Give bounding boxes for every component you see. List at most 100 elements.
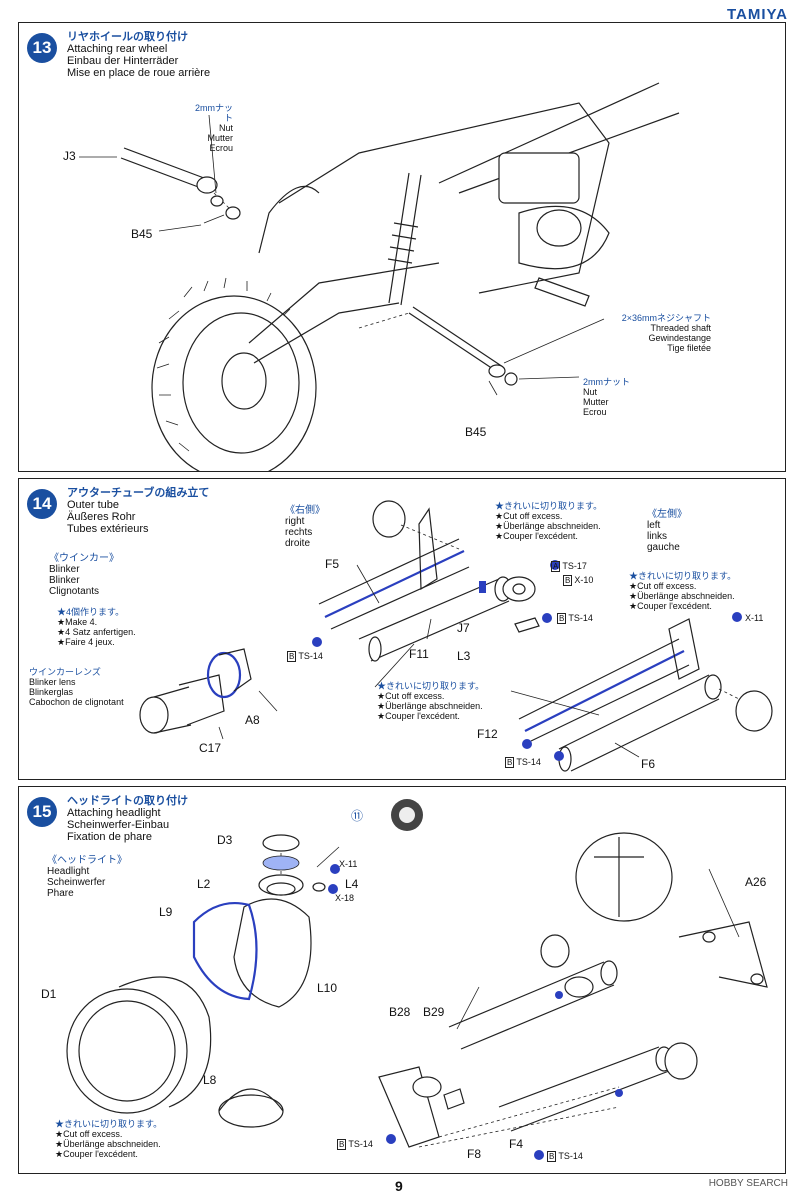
title-jp: アウターチューブの組み立て — [67, 487, 210, 499]
part-label-d3: D3 — [217, 833, 233, 847]
cut-de: ★Überlänge abschneiden. — [377, 701, 483, 711]
headlight-en: Headlight — [47, 866, 90, 877]
headlight-de: Scheinwerfer — [47, 877, 106, 888]
left-jp: 《左側》 — [647, 509, 687, 520]
paint-box: A — [551, 561, 561, 572]
title-en: Outer tube — [67, 499, 119, 511]
title-jp: リヤホイールの取り付け — [67, 31, 188, 43]
cut-excess-note: ★きれいに切り取ります。 ★Cut off excess. ★Überlänge… — [377, 681, 484, 721]
blinker-fr: Clignotants — [49, 586, 100, 597]
step-number: 13 — [27, 33, 57, 63]
part-label-a8: A8 — [245, 713, 260, 727]
step-number: 14 — [27, 489, 57, 519]
part-label-j3: J3 — [63, 149, 76, 163]
outer-tube-illustration — [139, 500, 773, 772]
part-label-b28: B28 — [389, 1005, 411, 1019]
cut-en: ★Cut off excess. — [55, 1129, 123, 1139]
part-label-l4: L4 — [345, 877, 359, 891]
title-jp: ヘッドライトの取り付け — [67, 795, 188, 807]
part-label-b29: B29 — [423, 1005, 445, 1019]
watermark: HOBBY SEARCH — [708, 1178, 788, 1189]
cut-jp: ★きれいに切り取ります。 — [495, 501, 603, 511]
lens-fr: Cabochon de clignotant — [29, 697, 124, 707]
lens-jp: ウインカーレンズ — [29, 667, 101, 677]
cut-fr: ★Couper l'excédent. — [629, 601, 712, 611]
nut-jp: 2mmナット — [583, 377, 630, 387]
cut-en: ★Cut off excess. — [495, 511, 563, 521]
paint-x10: X-10 — [574, 575, 594, 585]
make4-de: ★4 Satz anfertigen. — [57, 627, 136, 637]
part-label-l3: L3 — [457, 649, 471, 663]
blinker-label: 《ウインカー》 Blinker Blinker Clignotants — [49, 553, 119, 597]
cut-excess-note: ★きれいに切り取ります。 ★Cut off excess. ★Überlänge… — [55, 1119, 162, 1159]
paint-ts14: TS-14 — [516, 757, 541, 767]
shaft-fr: Tige filetée — [667, 343, 711, 353]
lens-en: Blinker lens — [29, 677, 76, 687]
part-label-f12: F12 — [477, 727, 498, 741]
left-side-label: 《左側》 left links gauche — [647, 509, 687, 553]
reference-step-11: ⑪ — [351, 809, 364, 823]
paint-ts14: TS-14 — [568, 613, 593, 623]
part-label-b45: B45 — [465, 425, 487, 439]
make4-fr: ★Faire 4 jeux. — [57, 637, 115, 647]
blinker-de: Blinker — [49, 575, 80, 586]
step-13-panel: 13 リヤホイールの取り付け Attaching rear wheel Einb… — [18, 22, 786, 472]
left-fr: gauche — [647, 542, 680, 553]
paint-box: B — [287, 651, 297, 662]
right-en: right — [285, 516, 305, 527]
title-de: Scheinwerfer-Einbau — [67, 819, 170, 831]
title-de: Einbau der Hinterräder — [67, 55, 179, 67]
nut-en: Nut — [583, 387, 598, 397]
shaft-en: Threaded shaft — [650, 323, 711, 333]
part-label-f11: F11 — [409, 647, 429, 661]
part-label-b45: B45 — [131, 227, 153, 241]
right-de: rechts — [285, 527, 313, 538]
cut-fr: ★Couper l'excédent. — [377, 711, 460, 721]
title-en: Attaching rear wheel — [67, 43, 168, 55]
paint-box: B — [557, 613, 567, 624]
nut-fr: Ecrou — [209, 143, 233, 153]
headlight-label: 《ヘッドライト》 Headlight Scheinwerfer Phare — [47, 855, 127, 899]
part-label-l9: L9 — [159, 905, 173, 919]
blinker-jp: 《ウインカー》 — [49, 553, 119, 564]
rear-wheel-illustration — [79, 82, 680, 471]
paint-ts14: TS-14 — [558, 1151, 583, 1161]
part-label-j7: J7 — [457, 621, 470, 635]
part-label-a26: A26 — [745, 875, 767, 889]
cut-fr: ★Couper l'excédent. — [495, 531, 578, 541]
step-14-panel: 14 アウターチューブの組み立て Outer tube Äußeres Rohr… — [18, 478, 786, 780]
nut-de: Mutter — [207, 133, 233, 143]
shaft-jp: 2×36mmネジシャフト — [621, 313, 711, 323]
nut-en: Nut — [218, 123, 233, 133]
paint-x18: X-18 — [335, 893, 355, 903]
part-label-l2: L2 — [197, 877, 211, 891]
paint-code: X-18 — [335, 893, 354, 903]
paint-ts17: TS-17 — [562, 561, 587, 571]
step-title: リヤホイールの取り付け Attaching rear wheel Einbau … — [67, 31, 210, 79]
part-label-f6: F6 — [641, 757, 656, 771]
title-fr: Fixation de phare — [67, 831, 152, 843]
headlight-illustration — [66, 799, 768, 1160]
make-4-note: ★4個作ります。 ★Make 4. ★4 Satz anfertigen. ★F… — [57, 607, 136, 647]
blinker-lens-label: ウインカーレンズ Blinker lens Blinkerglas Caboch… — [29, 667, 124, 707]
cut-jp: ★きれいに切り取ります。 — [377, 681, 485, 691]
make4-jp: ★4個作ります。 — [57, 607, 125, 617]
lens-de: Blinkerglas — [29, 687, 74, 697]
part-label-d1: D1 — [41, 987, 57, 1001]
cut-de: ★Überlänge abschneiden. — [629, 591, 735, 601]
cut-en: ★Cut off excess. — [629, 581, 697, 591]
nut-callout: 2mmナット Nut Mutter Ecrou — [583, 377, 630, 417]
page-number: 9 — [395, 1178, 403, 1194]
paint-box: B — [505, 757, 515, 768]
nut-callout: 2mmナット Nut Mutter Ecrou — [189, 103, 233, 153]
right-side-label: 《右側》 right rechts droite — [285, 505, 325, 549]
part-label-f4: F4 — [509, 1137, 524, 1151]
make4-en: ★Make 4. — [57, 617, 98, 627]
cut-en: ★Cut off excess. — [377, 691, 445, 701]
